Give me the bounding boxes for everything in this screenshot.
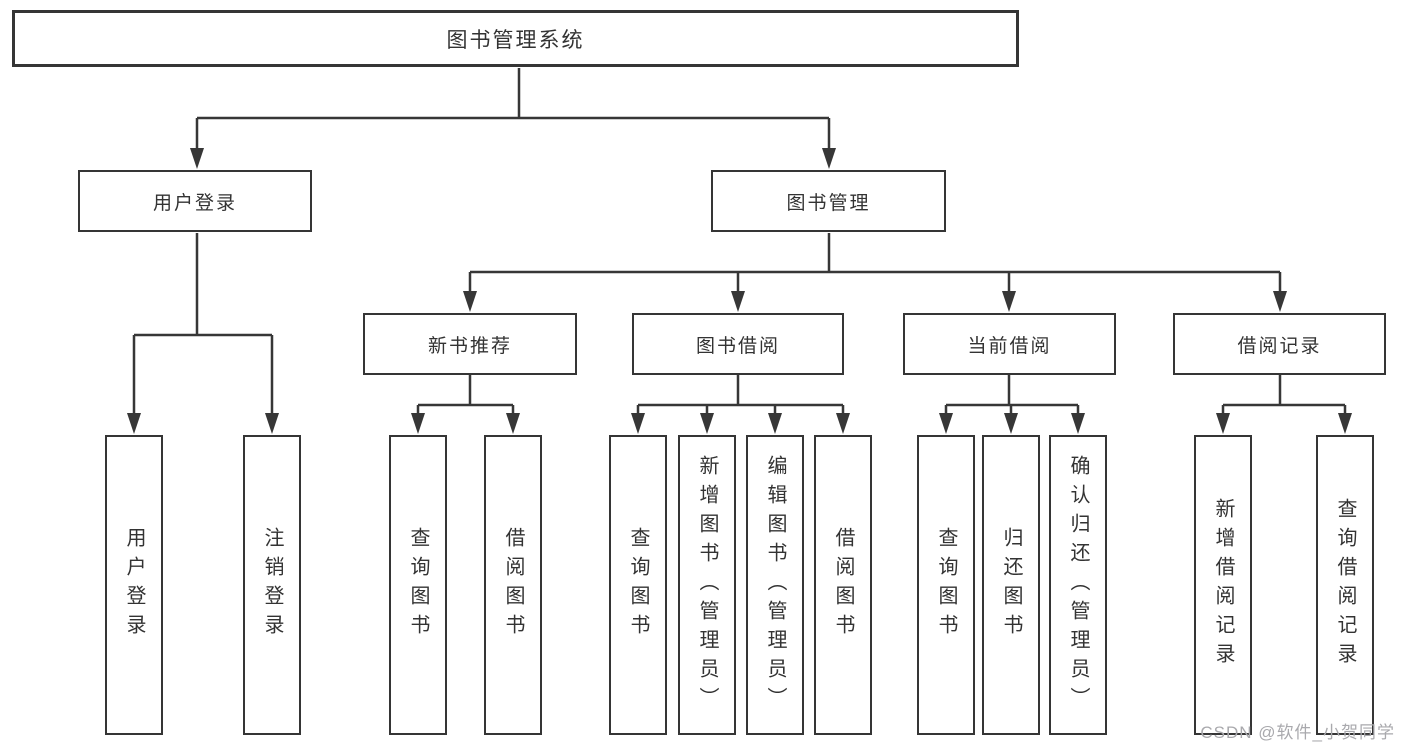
arrowhead-bor-leaf-2 [768, 413, 782, 434]
arrowhead-rec-leaf-0 [1216, 413, 1230, 434]
arrowhead-current [1002, 291, 1016, 312]
leaf-borrow-books: 借阅图书 [814, 435, 872, 735]
arrowhead-login-leaf-1 [265, 413, 279, 434]
node-new-book-recommend: 新书推荐 [363, 313, 577, 375]
leaf-user-login: 用户登录 [105, 435, 163, 735]
arrowhead-bor-leaf-1 [700, 413, 714, 434]
arrowhead-mgmt [822, 148, 836, 169]
leaf-add-borrow-record: 新增借阅记录 [1194, 435, 1252, 735]
leaf-edit-books-admin: 编辑图书（管理员） [746, 435, 804, 735]
leaf-confirm-return-admin: 确认归还（管理员） [1049, 435, 1107, 735]
arrowhead-cur-leaf-2 [1071, 413, 1085, 434]
connector-borrow-to-leaves [636, 375, 845, 415]
leaf-query-borrow-record: 查询借阅记录 [1316, 435, 1374, 735]
arrowhead-new-leaf-1 [506, 413, 520, 434]
arrowhead-newbook [463, 291, 477, 312]
arrowhead-cur-leaf-1 [1004, 413, 1018, 434]
csdn-watermark: CSDN @软件_小贺同学 [1200, 723, 1395, 742]
connector-login-to-leaves [132, 233, 274, 415]
node-book-management: 图书管理 [711, 170, 946, 232]
leaf-logout: 注销登录 [243, 435, 301, 735]
leaf-borrow-books: 借阅图书 [484, 435, 542, 735]
connector-mgmt-to-level2 [468, 233, 1282, 293]
arrowhead-cur-leaf-0 [939, 413, 953, 434]
leaf-return-books: 归还图书 [982, 435, 1040, 735]
connector-records-to-leaves [1221, 375, 1347, 415]
arrowhead-login [190, 148, 204, 169]
node-user-login: 用户登录 [78, 170, 312, 232]
arrowhead-bor-leaf-0 [631, 413, 645, 434]
connector-current-to-leaves [944, 375, 1080, 415]
leaf-query-books: 查询图书 [917, 435, 975, 735]
arrowhead-login-leaf-0 [127, 413, 141, 434]
connector-newbook-to-leaves [416, 375, 515, 415]
node-book-borrow: 图书借阅 [632, 313, 844, 375]
node-current-borrow: 当前借阅 [903, 313, 1116, 375]
arrowhead-new-leaf-0 [411, 413, 425, 434]
leaf-query-books: 查询图书 [389, 435, 447, 735]
arrowhead-rec-leaf-1 [1338, 413, 1352, 434]
arrowhead-borrow [731, 291, 745, 312]
leaf-query-books: 查询图书 [609, 435, 667, 735]
arrowhead-records [1273, 291, 1287, 312]
node-system-root: 图书管理系统 [12, 10, 1019, 67]
arrowhead-bor-leaf-3 [836, 413, 850, 434]
connector-root-to-level1 [195, 68, 831, 150]
node-borrow-records: 借阅记录 [1173, 313, 1386, 375]
leaf-add-books-admin: 新增图书（管理员） [678, 435, 736, 735]
